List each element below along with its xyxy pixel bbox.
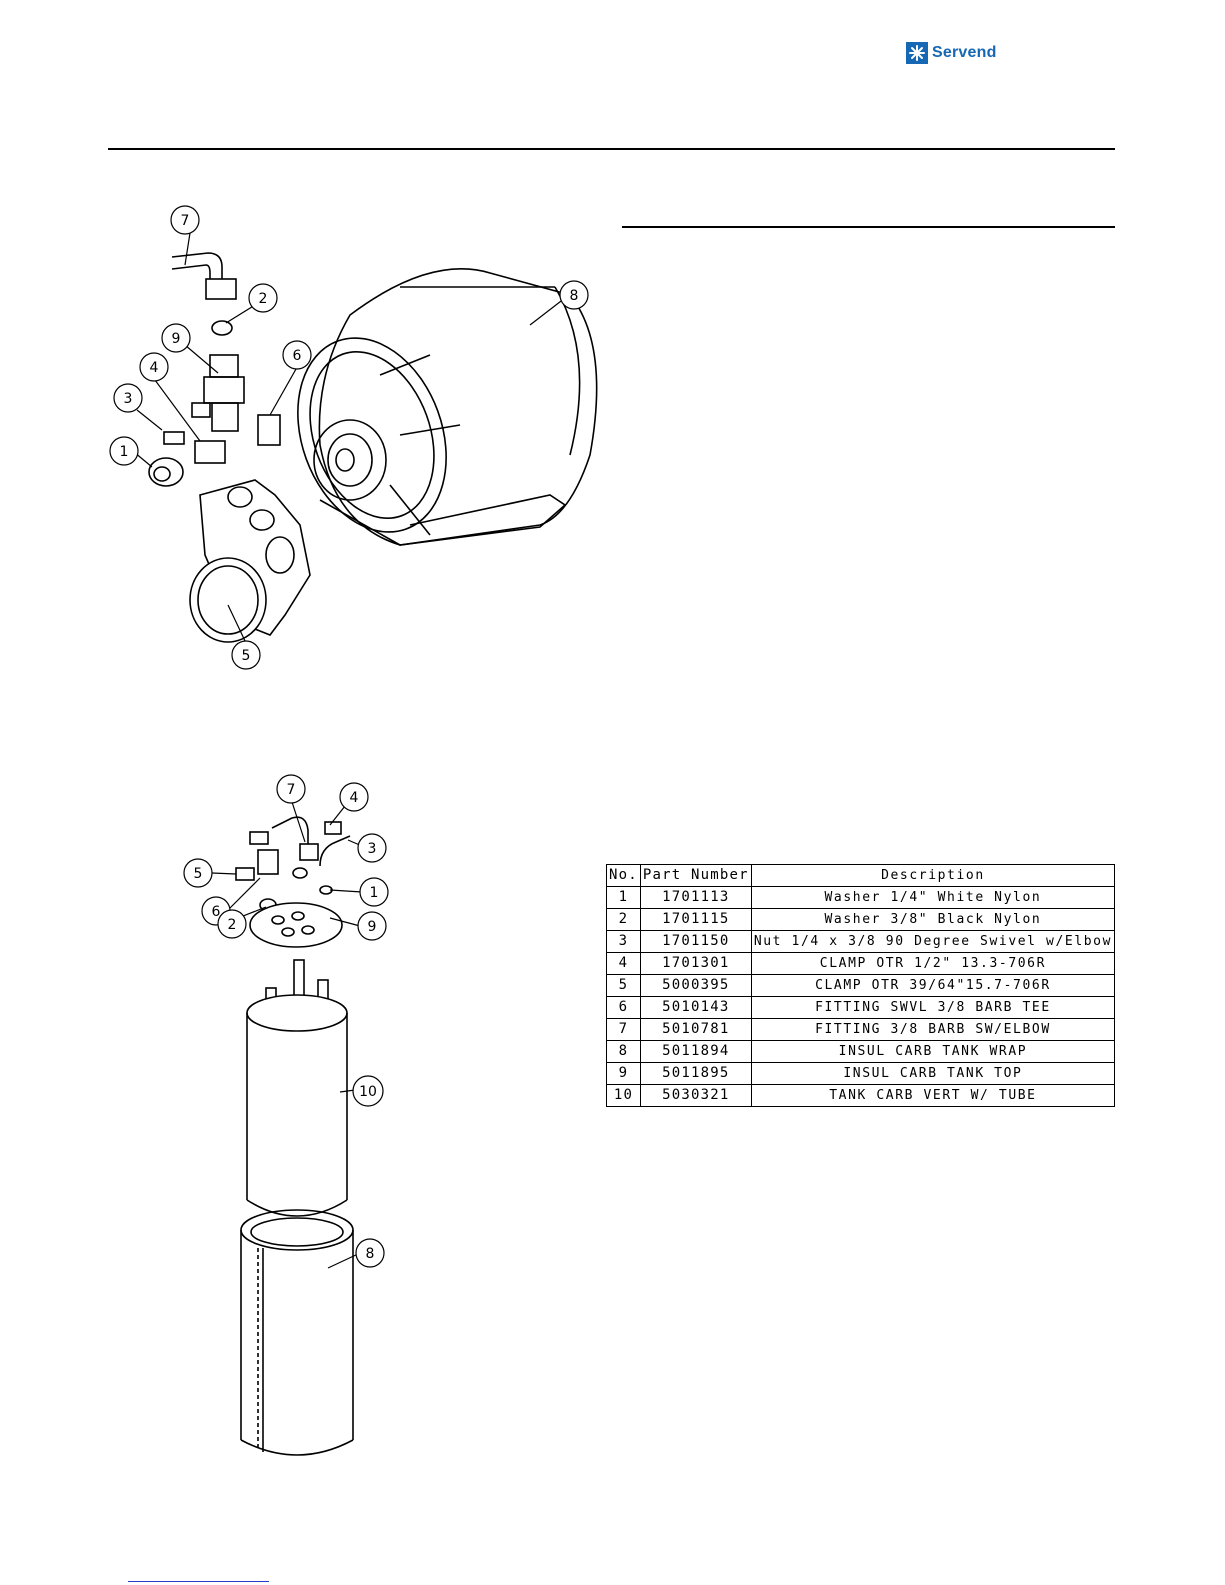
- row-part-number: 1701150: [639, 930, 752, 953]
- row-description: Washer 3/8" Black Nylon: [750, 908, 1116, 931]
- row-part-number: 1701115: [639, 908, 752, 931]
- tank-callout-6: 6: [212, 904, 221, 920]
- row-part-number: 5011895: [639, 1062, 752, 1085]
- tank-callout-10: 10: [359, 1084, 377, 1100]
- row-no: 8: [606, 1040, 641, 1063]
- row-no: 2: [606, 908, 641, 931]
- brand-logo: Servend: [906, 42, 997, 64]
- header-rule: [108, 148, 1115, 150]
- carb-tank-exploded-drawing: 7 4 3 5 1 6 2 9 10 8: [183, 774, 389, 1456]
- tank-callout-9: 9: [368, 919, 377, 935]
- row-description: INSUL CARB TANK TOP: [750, 1062, 1116, 1085]
- row-description: FITTING 3/8 BARB SW/ELBOW: [750, 1018, 1116, 1041]
- row-part-number: 5000395: [639, 974, 752, 997]
- section-rule: [622, 226, 1115, 228]
- tank-callout-2: 2: [228, 917, 237, 933]
- row-description: CLAMP OTR 39/64"15.7-706R: [750, 974, 1116, 997]
- row-no: 4: [606, 952, 641, 975]
- row-part-number: 1701301: [639, 952, 752, 975]
- row-description: INSUL CARB TANK WRAP: [750, 1040, 1116, 1063]
- row-description: CLAMP OTR 1/2" 13.3-706R: [750, 952, 1116, 975]
- pump-callout-5: 5: [242, 648, 251, 664]
- pump-callout-2: 2: [259, 291, 268, 307]
- bottom-link-underline: [128, 1581, 269, 1582]
- row-part-number: 1701113: [639, 886, 752, 909]
- pump-motor-exploded-drawing: 7 2 9 6 3 4 1 8 5: [109, 205, 598, 670]
- pump-callout-1: 1: [120, 444, 129, 460]
- row-no: 6: [606, 996, 641, 1019]
- row-part-number: 5010143: [639, 996, 752, 1019]
- tank-callout-3: 3: [368, 841, 377, 857]
- tank-callout-8: 8: [366, 1246, 375, 1262]
- col-description: Description: [750, 864, 1116, 887]
- tank-callout-5: 5: [194, 866, 203, 882]
- brand-name: Servend: [932, 44, 997, 61]
- tank-callout-7: 7: [287, 782, 296, 798]
- snowflake-icon: [906, 42, 928, 64]
- pump-callout-7: 7: [181, 213, 190, 229]
- row-part-number: 5010781: [639, 1018, 752, 1041]
- pump-callout-8: 8: [570, 288, 579, 304]
- pump-callout-6: 6: [293, 348, 302, 364]
- tank-callout-4: 4: [350, 790, 359, 806]
- row-no: 3: [606, 930, 641, 953]
- pump-callout-3: 3: [124, 391, 133, 407]
- tank-callout-1: 1: [370, 885, 379, 901]
- col-no: No.: [606, 864, 641, 887]
- row-description: Nut 1/4 x 3/8 90 Degree Swivel w/Elbow: [750, 930, 1116, 953]
- pump-callout-4: 4: [150, 360, 159, 376]
- row-no: 7: [606, 1018, 641, 1041]
- row-no: 1: [606, 886, 641, 909]
- parts-table-header: No. Part Number Description: [606, 864, 1116, 887]
- row-no: 9: [606, 1062, 641, 1085]
- row-description: Washer 1/4" White Nylon: [750, 886, 1116, 909]
- row-part-number: 5011894: [639, 1040, 752, 1063]
- row-part-number: 5030321: [639, 1084, 752, 1107]
- row-description: TANK CARB VERT W/ TUBE: [750, 1084, 1116, 1107]
- row-no: 10: [606, 1084, 641, 1107]
- row-description: FITTING SWVL 3/8 BARB TEE: [750, 996, 1116, 1019]
- row-no: 5: [606, 974, 641, 997]
- pump-callout-9: 9: [172, 331, 181, 347]
- col-part-number: Part Number: [639, 864, 752, 887]
